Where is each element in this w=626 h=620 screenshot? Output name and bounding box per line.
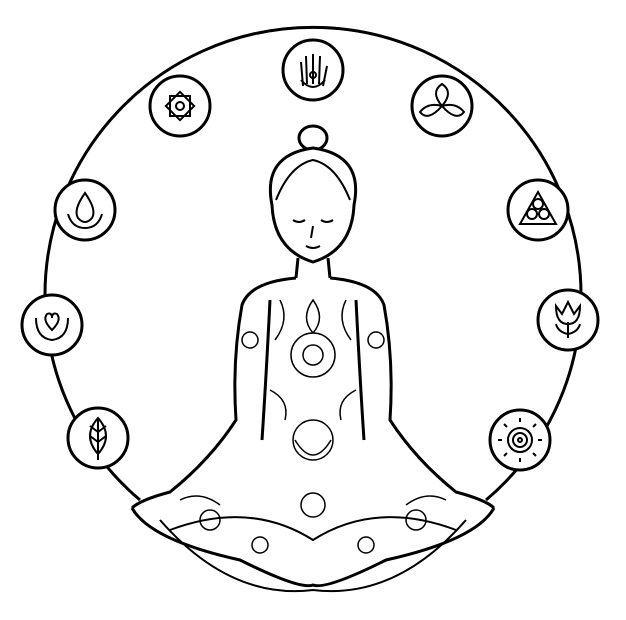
triskelion-icon	[506, 178, 570, 242]
water-drop-icon	[53, 178, 117, 242]
lotus-mandala-icon	[148, 74, 212, 138]
meditating-woman	[130, 124, 496, 593]
three-leaves-icon	[410, 74, 474, 138]
tree-leaf-icon	[66, 406, 130, 470]
hamsa-hand-icon	[281, 38, 345, 102]
tulip-flower-icon	[536, 288, 600, 352]
hands-heart-icon	[20, 293, 84, 357]
sun-spiral-icon	[488, 408, 552, 472]
